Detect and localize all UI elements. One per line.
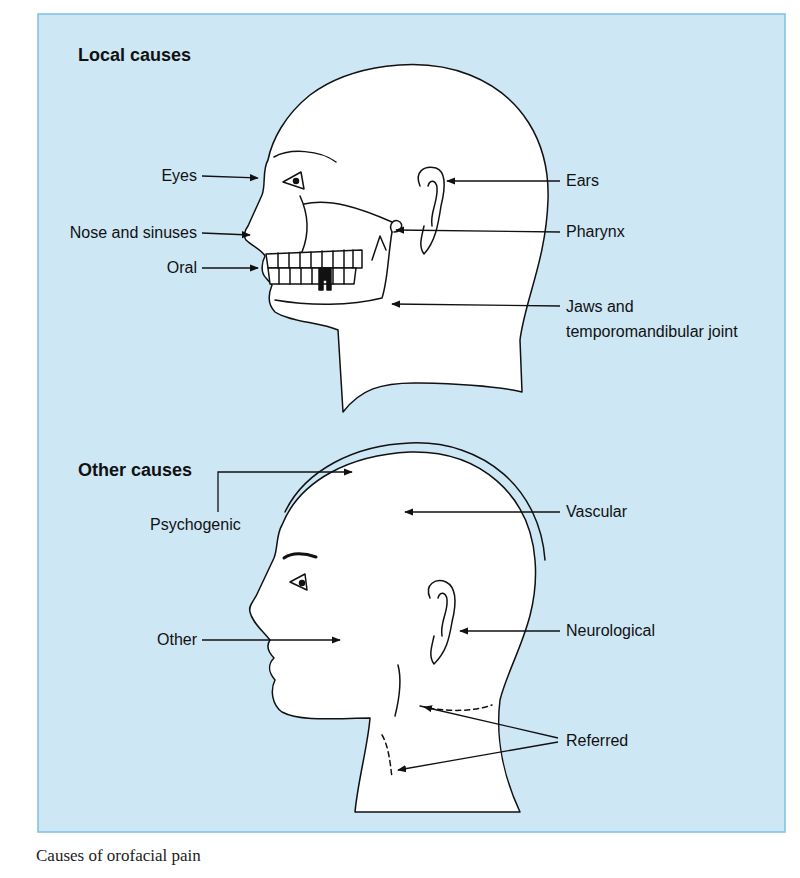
leader-arrow [202, 267, 258, 268]
cause-label: Nose and sinuses [70, 223, 197, 243]
leader-arrow [405, 511, 560, 512]
panel-ground [38, 14, 785, 832]
cause-label: Neurological [566, 621, 655, 641]
leader-arrow [202, 176, 258, 178]
cause-label: Oral [167, 258, 197, 278]
section-heading: Other causes [78, 459, 192, 481]
cause-label: Vascular [566, 502, 627, 522]
leader-arrows [202, 176, 560, 770]
section-heading: Local causes [78, 44, 191, 66]
leader-arrow [392, 304, 560, 306]
leader-arrow [447, 180, 560, 181]
leader-arrow [460, 630, 560, 631]
cause-label: Jaws and temporomandibular joint [566, 294, 761, 344]
cause-label: Ears [566, 171, 599, 191]
leader-arrow [398, 742, 558, 770]
leader-arrow [218, 472, 352, 512]
cause-label: Other [157, 630, 197, 650]
profile-head [250, 443, 545, 812]
leader-arrow [396, 230, 560, 232]
cause-label: Psychogenic [150, 515, 241, 535]
figure-caption: Causes of orofacial pain [36, 846, 201, 866]
cause-label: Eyes [161, 166, 197, 186]
leader-arrow [202, 233, 250, 235]
cause-label: Pharynx [566, 222, 625, 242]
skull-head [245, 65, 549, 412]
leader-arrow [202, 639, 340, 640]
cause-label: Referred [566, 731, 628, 751]
leader-arrow [424, 707, 558, 738]
